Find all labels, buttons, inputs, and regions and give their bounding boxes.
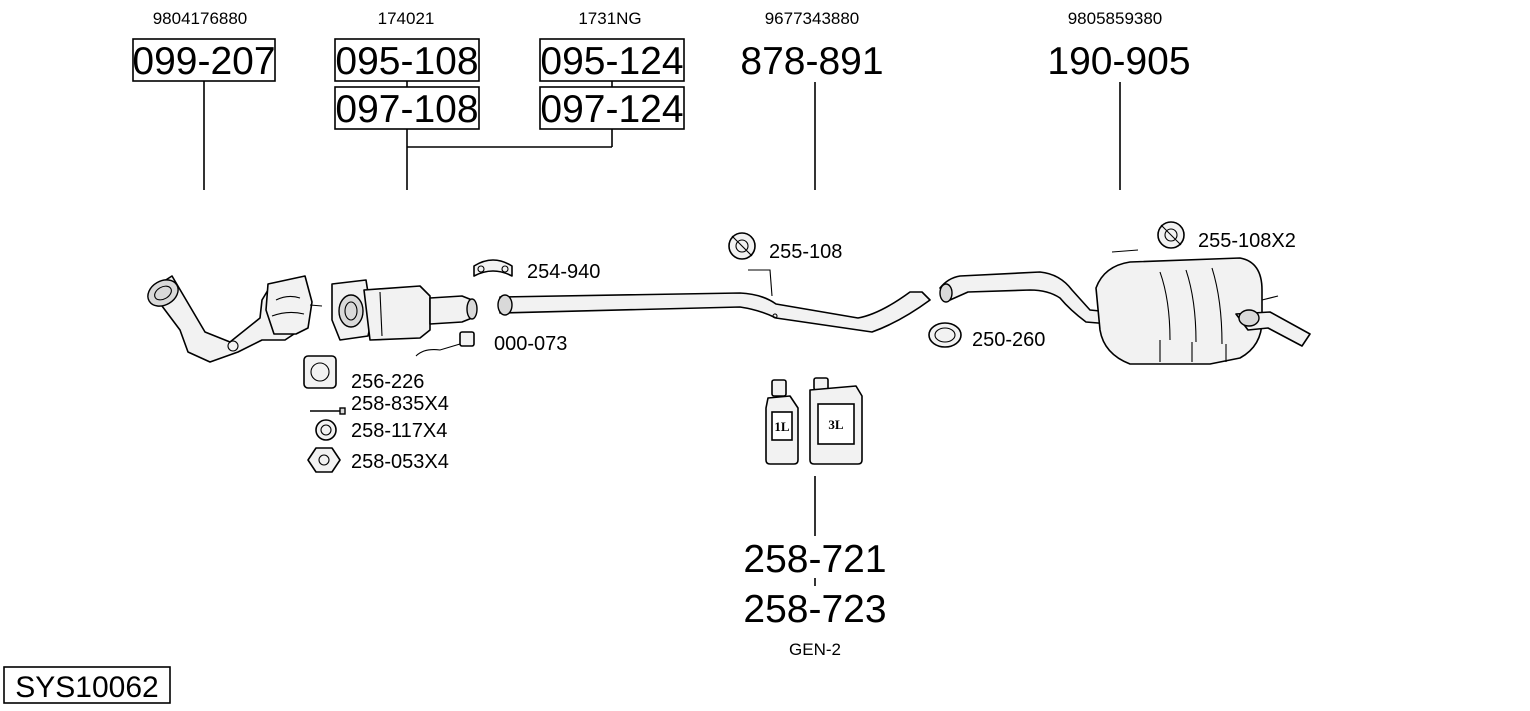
system-code: SYS10062 xyxy=(3,666,171,704)
part-assembly-paste-b[interactable]: 258-723 xyxy=(743,588,886,631)
clamp-250-260-label: 250-260 xyxy=(972,329,1045,351)
oem-catalyst-alt: 1731NG xyxy=(578,9,641,28)
paste-variant: GEN-2 xyxy=(789,640,841,659)
part-front-pipe-label: 099-207 xyxy=(132,40,275,83)
paste-can-small-label: 1L xyxy=(774,419,790,434)
gasket-256-226-label: 256-226 xyxy=(351,371,424,393)
paste-can-large-label: 3L xyxy=(828,417,844,432)
clamp-254-940[interactable]: 254-940 xyxy=(473,259,600,283)
part-catalyst-d-label: 097-124 xyxy=(540,88,683,131)
part-catalyst-c-label: 095-124 xyxy=(540,40,683,83)
part-assembly-paste-a[interactable]: 258-721 xyxy=(743,538,886,581)
system-code-label: SYS10062 xyxy=(15,671,158,704)
rubber-mount-255-108-label: 255-108 xyxy=(769,241,842,263)
rear-silencer-drawing xyxy=(939,249,1311,365)
part-catalyst-a[interactable]: 095-108 xyxy=(334,38,480,83)
part-catalyst-b[interactable]: 097-108 xyxy=(334,86,480,131)
nut-258-053-label: 258-053X4 xyxy=(351,451,449,473)
bolt-258-835-label: 258-835X4 xyxy=(351,393,449,415)
rubber-mount-255-108x2[interactable]: 255-108X2 xyxy=(1157,221,1296,252)
part-middle-pipe[interactable]: 878-891 xyxy=(740,40,883,83)
part-front-pipe[interactable]: 099-207 xyxy=(132,38,276,83)
part-catalyst-d[interactable]: 097-124 xyxy=(539,86,685,131)
gasket-256-226[interactable]: 256-226 xyxy=(303,355,424,393)
bolt-258-835[interactable]: 258-835X4 xyxy=(310,393,449,415)
washer-258-117-label: 258-117X4 xyxy=(351,420,447,442)
part-rear-silencer[interactable]: 190-905 xyxy=(1047,40,1190,83)
catalyst-drawing xyxy=(331,279,478,341)
washer-258-117[interactable]: 258-117X4 xyxy=(315,419,447,442)
rubber-mount-255-108x2-label: 255-108X2 xyxy=(1198,230,1296,252)
oem-catalyst: 174021 xyxy=(378,9,435,28)
part-catalyst-b-label: 097-108 xyxy=(335,88,478,131)
oem-rear-silencer: 9805859380 xyxy=(1068,9,1163,28)
part-catalyst-c[interactable]: 095-124 xyxy=(539,38,685,83)
clamp-250-260[interactable]: 250-260 xyxy=(928,322,1045,351)
part-catalyst-a-label: 095-108 xyxy=(335,40,478,83)
paste-can-large[interactable]: 3L xyxy=(809,377,863,465)
nut-258-053[interactable]: 258-053X4 xyxy=(307,447,449,473)
leader-lines xyxy=(203,81,1121,586)
rubber-mount-255-108[interactable]: 255-108 xyxy=(728,232,842,263)
oem-front-pipe: 9804176880 xyxy=(153,9,248,28)
oem-middle-pipe: 9677343880 xyxy=(765,9,860,28)
front-pipe-drawing xyxy=(147,275,323,363)
clamp-254-940-label: 254-940 xyxy=(527,261,600,283)
sensor-000-073[interactable]: 000-073 xyxy=(415,331,567,357)
paste-can-small[interactable]: 1L xyxy=(765,379,799,465)
middle-pipe-drawing xyxy=(497,269,931,333)
sensor-000-073-label: 000-073 xyxy=(494,333,567,355)
